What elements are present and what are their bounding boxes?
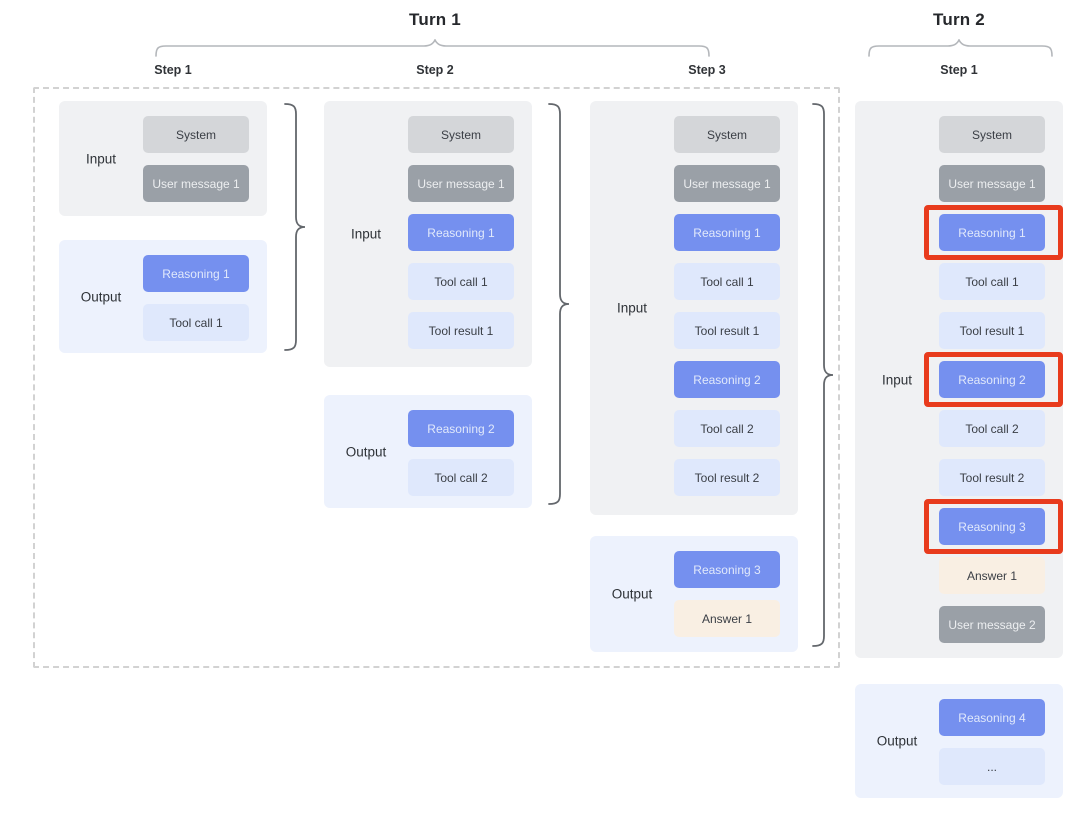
- turn1-step1-input-panel: Input System User message 1: [59, 101, 267, 216]
- turn1-step2-input-panel: Input System User message 1 Reasoning 1 …: [324, 101, 532, 367]
- input-label: Input: [350, 226, 382, 242]
- output-label: Output: [876, 733, 918, 749]
- turn1-step3-input-panel: Input System User message 1 Reasoning 1 …: [590, 101, 798, 515]
- highlight-reasoning-3: [924, 499, 1063, 554]
- msg-tool-result-1: Tool result 1: [939, 312, 1045, 349]
- highlight-reasoning-1: [924, 205, 1063, 260]
- msg-tool-call-1: Tool call 1: [939, 263, 1045, 300]
- msg-tool-result-2: Tool result 2: [939, 459, 1045, 496]
- msg-ellipsis: ...: [939, 748, 1045, 785]
- msg-tool-call-2: Tool call 2: [674, 410, 780, 447]
- turn1-step3-label: Step 3: [688, 63, 726, 77]
- msg-reasoning-1: Reasoning 1: [143, 255, 249, 292]
- msg-reasoning-2: Reasoning 2: [408, 410, 514, 447]
- input-label: Input: [881, 372, 913, 387]
- msg-user-message-1: User message 1: [674, 165, 780, 202]
- msg-tool-result-1: Tool result 1: [408, 312, 514, 349]
- turn2-step1-input-panel: Input System User message 1 Reasoning 1 …: [855, 101, 1063, 658]
- turn2-title: Turn 2: [933, 10, 985, 29]
- turn1-dashed-region: [33, 87, 840, 668]
- output-label: Output: [345, 444, 387, 459]
- turn1-step1-output-panel: Output Reasoning 1 Tool call 1: [59, 240, 267, 353]
- brace-step1-to-step2-icon: [284, 103, 306, 351]
- turn1-step2-label: Step 2: [416, 63, 454, 77]
- output-label: Output: [80, 289, 122, 304]
- brace-step3-to-turn2-icon: [812, 103, 834, 647]
- msg-reasoning-2: Reasoning 2: [674, 361, 780, 398]
- msg-reasoning-1: Reasoning 1: [408, 214, 514, 251]
- turn2-step1-label: Step 1: [940, 63, 978, 77]
- msg-tool-call-2: Tool call 2: [408, 459, 514, 496]
- msg-answer-1: Answer 1: [674, 600, 780, 637]
- msg-system: System: [408, 116, 514, 153]
- msg-reasoning-4: Reasoning 4: [939, 699, 1045, 736]
- msg-system: System: [674, 116, 780, 153]
- msg-user-message-1: User message 1: [408, 165, 514, 202]
- msg-reasoning-1: Reasoning 1: [939, 214, 1045, 251]
- msg-reasoning-3: Reasoning 3: [674, 551, 780, 588]
- msg-tool-call-1: Tool call 1: [674, 263, 780, 300]
- input-label: Input: [616, 300, 648, 316]
- msg-system: System: [939, 116, 1045, 153]
- msg-reasoning-3: Reasoning 3: [939, 508, 1045, 545]
- input-label: Input: [85, 151, 117, 166]
- highlight-reasoning-2: [924, 352, 1063, 407]
- turn1-brace-icon: [155, 39, 710, 57]
- msg-tool-result-2: Tool result 2: [674, 459, 780, 496]
- turn2-step1-output-panel: Output Reasoning 4 ...: [855, 684, 1063, 798]
- turn1-title: Turn 1: [409, 10, 461, 29]
- msg-user-message-2: User message 2: [939, 606, 1045, 643]
- msg-tool-call-2: Tool call 2: [939, 410, 1045, 447]
- msg-tool-call-1: Tool call 1: [143, 304, 249, 341]
- turn1-step1-label: Step 1: [154, 63, 192, 77]
- msg-user-message-1: User message 1: [939, 165, 1045, 202]
- msg-system: System: [143, 116, 249, 153]
- msg-answer-1: Answer 1: [939, 557, 1045, 594]
- output-label: Output: [611, 586, 653, 602]
- msg-user-message-1: User message 1: [143, 165, 249, 202]
- msg-reasoning-2: Reasoning 2: [939, 361, 1045, 398]
- turn1-step3-output-panel: Output Reasoning 3 Answer 1: [590, 536, 798, 652]
- turn2-brace-icon: [868, 39, 1053, 57]
- msg-tool-result-1: Tool result 1: [674, 312, 780, 349]
- brace-step2-to-step3-icon: [548, 103, 570, 505]
- msg-tool-call-1: Tool call 1: [408, 263, 514, 300]
- msg-reasoning-1: Reasoning 1: [674, 214, 780, 251]
- turn1-step2-output-panel: Output Reasoning 2 Tool call 2: [324, 395, 532, 508]
